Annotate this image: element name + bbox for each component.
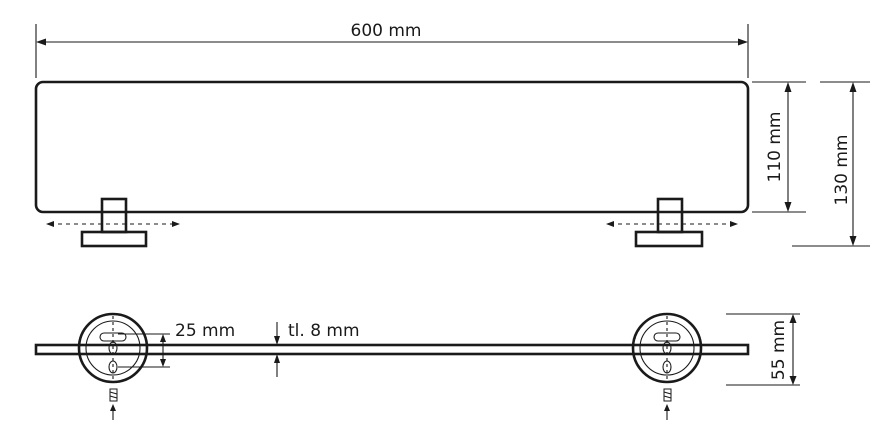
height-dimension: 110 mm	[752, 81, 806, 213]
left-bracket	[46, 197, 180, 248]
thickness-label: tl. 8 mm	[288, 321, 360, 341]
front-view: 600 mm 110 mm	[34, 21, 870, 248]
screw-hole	[108, 360, 118, 374]
thickness-dimension: tl. 8 mm	[274, 321, 360, 377]
width-dimension: 600 mm	[35, 21, 749, 78]
mounting-slot	[653, 332, 681, 342]
screw-hole	[108, 341, 118, 355]
screw-icon	[663, 388, 672, 402]
right-bracket	[606, 197, 738, 248]
top-view: 25 mm tl. 8 mm	[34, 312, 800, 420]
right-holder	[631, 312, 703, 420]
hole-spacing-label: 25 mm	[175, 321, 235, 341]
total-height-dimension: 130 mm	[792, 81, 870, 247]
depth-label: 55 mm	[769, 320, 789, 380]
screw-hole	[662, 341, 672, 355]
glass-shelf-panel	[34, 80, 750, 214]
depth-dimension: 55 mm	[726, 313, 800, 386]
hole-spacing-dimension: 25 mm	[118, 321, 235, 368]
screw-icon	[109, 388, 118, 402]
width-label: 600 mm	[351, 21, 422, 41]
height-label: 110 mm	[765, 112, 785, 183]
screw-hole	[662, 360, 672, 374]
glass-edge	[34, 343, 750, 356]
total-height-label: 130 mm	[832, 135, 852, 206]
